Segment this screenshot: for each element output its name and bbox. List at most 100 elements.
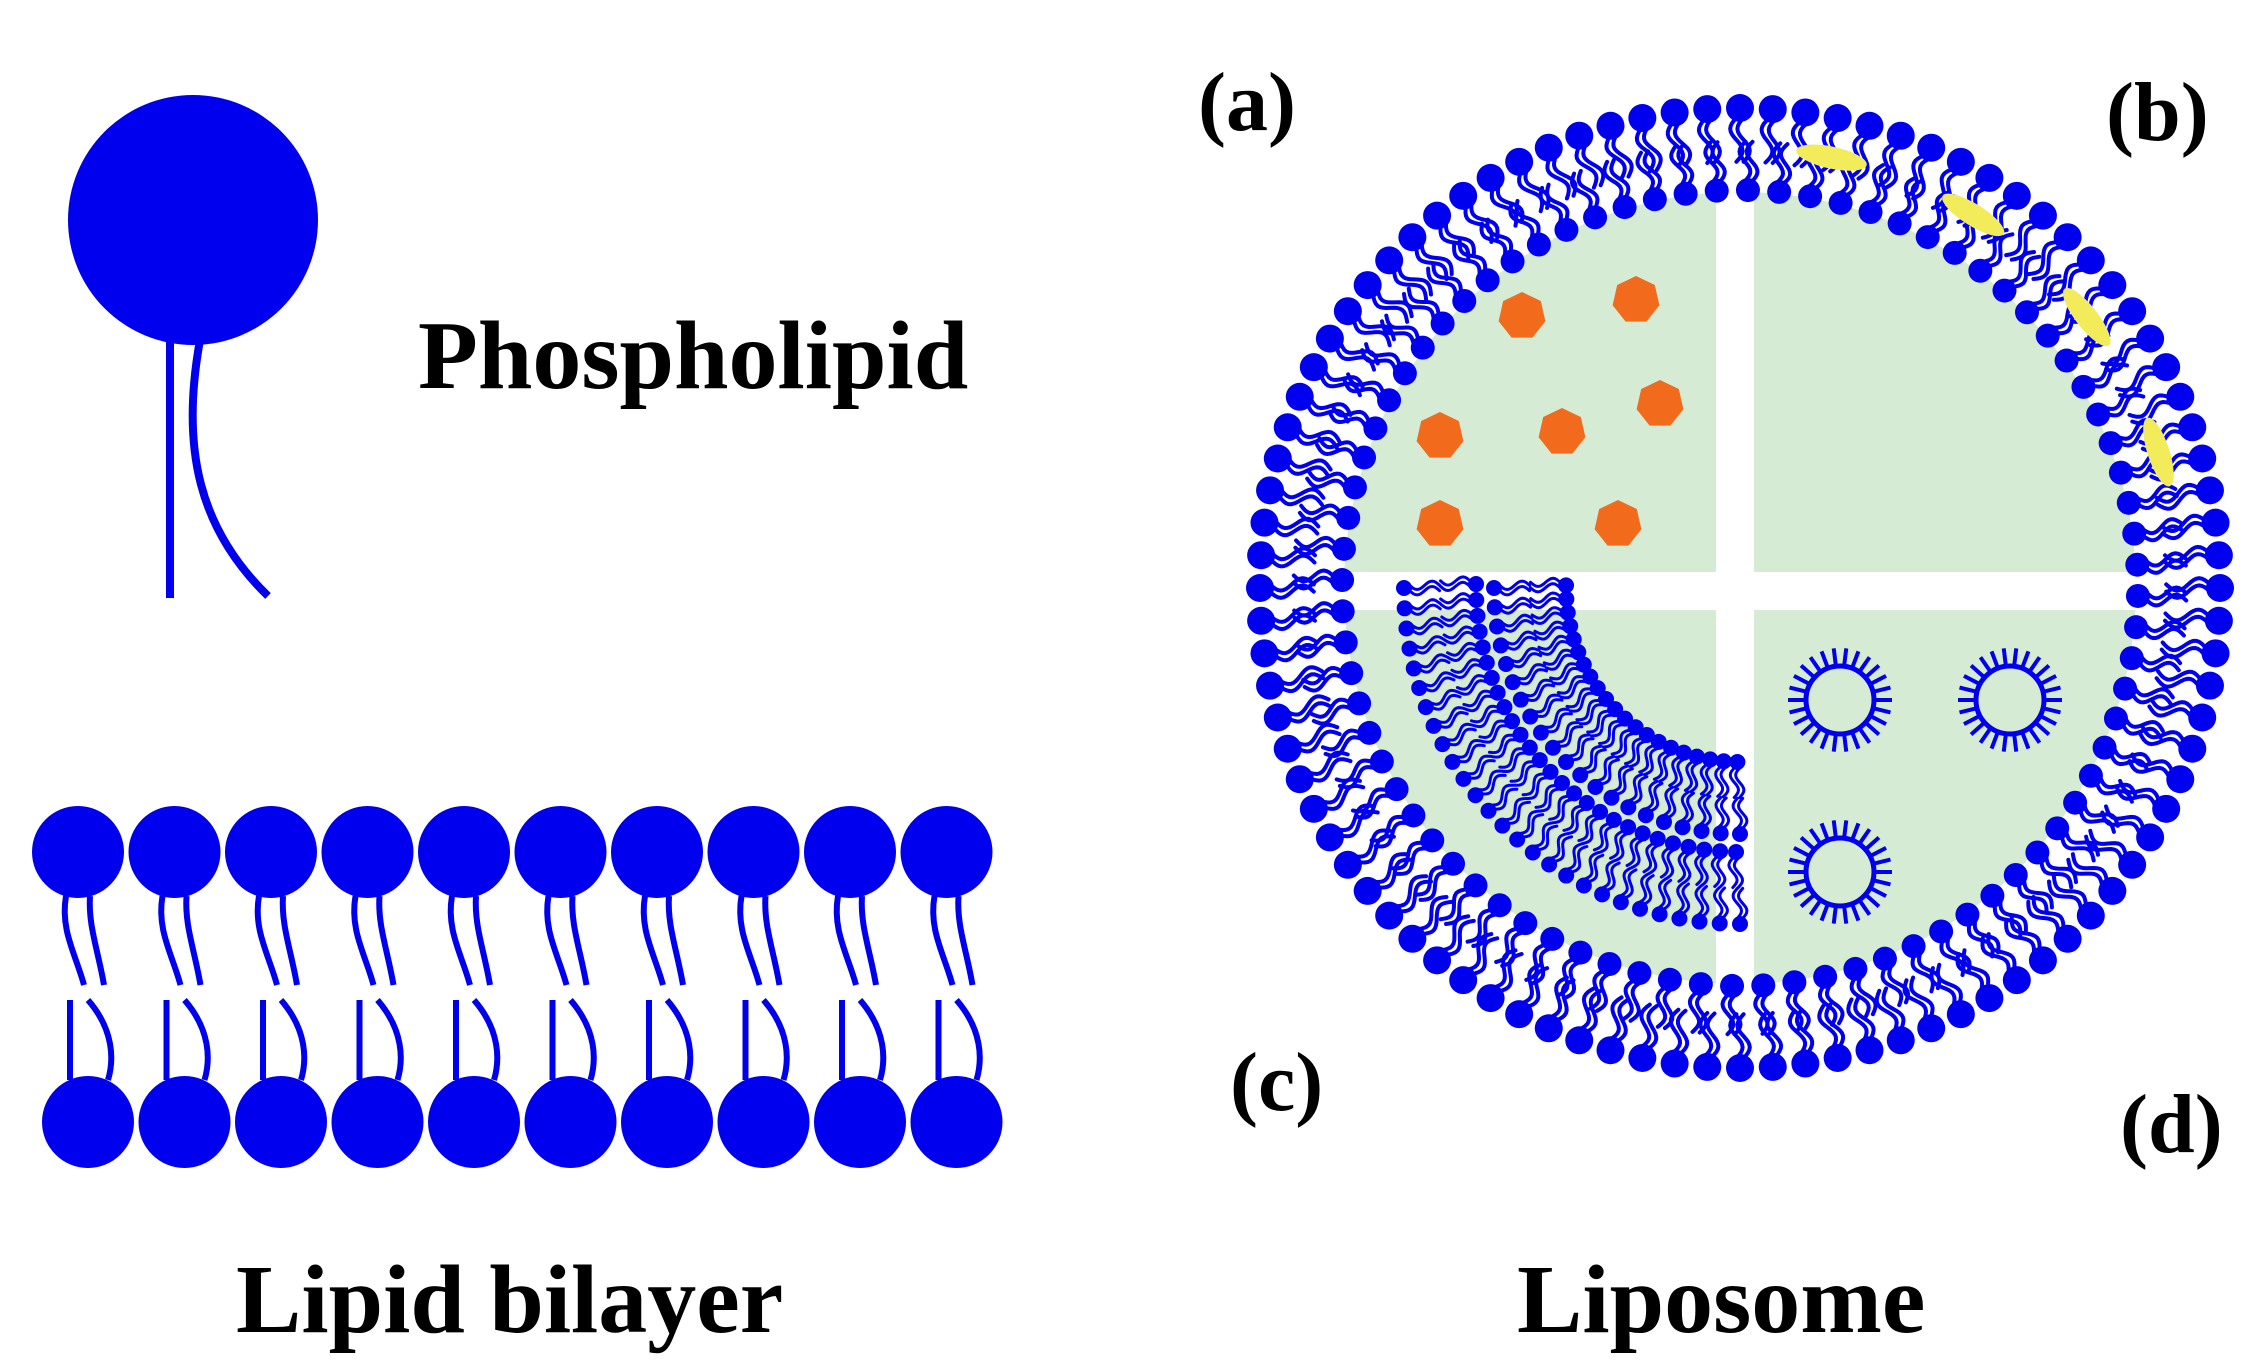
lipid-head [2136,324,2165,353]
membrane-lipid [1782,970,1811,1033]
lipid-tail [1457,679,1489,696]
micelle-lipid [1789,685,1808,694]
membrane-lipid [2100,804,2165,852]
lipid-tail [1972,917,2001,955]
lipid-head [1353,876,1382,905]
lipid-head [1375,901,1404,930]
lipid-tail [1675,1008,1690,1057]
lipid-tail [1462,689,1493,708]
micelle-lipid [1864,664,1881,679]
lipid-tail [1414,895,1449,932]
lipid-tail [2114,785,2158,810]
micelle-lipid [1850,650,1861,669]
lipid-head [1468,576,1485,593]
membrane-lipid [1398,895,1454,953]
membrane-lipid [1327,403,1388,441]
lipid-head [2178,413,2207,442]
lipid-head [1696,841,1713,858]
membrane-lipid [1487,726,1529,759]
lipid-tail [1369,814,1407,843]
micelle-lipid [1857,726,1872,744]
lipid-tail [1268,553,1317,569]
lipid-tail [2017,881,2049,915]
lipid-tail [1322,366,1366,391]
lipid-tail [1418,658,1451,674]
membrane-lipid [1668,744,1692,789]
lipid-tail [1455,673,1488,691]
lipid-tail [1452,243,1482,278]
lipid-tail [1731,796,1744,830]
lipid-head [1489,618,1506,635]
lipid-tail [1771,141,1786,186]
membrane-lipid [2047,874,2105,930]
lipid-tail [2047,879,2084,914]
lipid-tail [1635,150,1656,194]
lipid-tail [1587,853,1605,884]
lipid-head [1575,877,1592,894]
lipid-tail [2026,239,2061,277]
bilayer-upper-tail [955,895,976,986]
membrane-lipid [2078,763,2138,804]
lipid-tail [1551,667,1582,686]
lipid-head [1333,850,1362,879]
lipid-tail [1597,824,1615,854]
membrane-lipid [1542,644,1587,671]
lipid-head [1478,654,1495,671]
lipid-tail [1731,886,1744,920]
membrane-lipid [1263,694,1333,732]
lipid-tail [1856,134,1873,181]
membrane-lipid [1446,639,1491,663]
lipid-head [2125,583,2150,608]
lipid-tail [1408,603,1442,616]
membrane-lipid [2127,382,2195,426]
lipid-tail [1307,469,1350,484]
micelle-lipid [2042,706,2061,715]
membrane-lipid [1256,476,1326,507]
lipid-head [1558,577,1575,594]
membrane-lipid [1498,739,1538,773]
lipid-tail [1375,857,1414,890]
membrane-lipid [1402,286,1455,336]
lipid-head [2195,671,2224,700]
lipid-head [1541,856,1558,873]
lipid-tail [1575,699,1602,722]
micelle [1788,820,1892,924]
membrane-lipid [2114,778,2181,823]
membrane-lipid [2103,706,2165,740]
lipid-tail [1487,733,1516,755]
lipid-head [1534,1014,1563,1043]
lipid-tail [1714,765,1725,798]
membrane-lipid [1494,911,1538,968]
lipid-head [1704,178,1729,203]
lipid-tail [2105,393,2146,418]
membrane-lipid [2154,476,2224,511]
lipid-tail [2051,267,2089,302]
membrane-lipid [1494,797,1531,834]
micelle-lipid [1842,905,1849,924]
lipid-tail [1545,712,1573,734]
lipid-tail [1759,116,1775,165]
membrane-lipid [1360,342,1417,386]
lipid-tail [1498,596,1532,610]
lipid-head [1342,475,1367,500]
micelle-lipid [1799,721,1816,736]
membrane-lipid [1587,755,1620,796]
lipid-tail [1524,966,1550,1010]
lipid-tail [1698,1011,1714,1059]
lipid-head [2178,734,2207,763]
lipid-tail [1308,395,1353,417]
lipid-head [2119,646,2144,671]
membrane-lipid [1731,886,1749,932]
lipid-head [1476,984,1505,1013]
lipid-tail [2108,752,2150,773]
micelle-lipid [2034,721,2051,736]
lipid-head [1398,223,1427,252]
lipid-head [1333,630,1358,655]
membrane-lipid [1509,809,1545,848]
lipid-tail [2127,393,2172,419]
lipid-tail [1662,878,1673,911]
bilayer-upper-head [32,806,124,898]
bilayer-lower-head [428,1076,520,1168]
bilayer-upper-head [321,806,414,898]
lipid-tail [1682,851,1692,884]
